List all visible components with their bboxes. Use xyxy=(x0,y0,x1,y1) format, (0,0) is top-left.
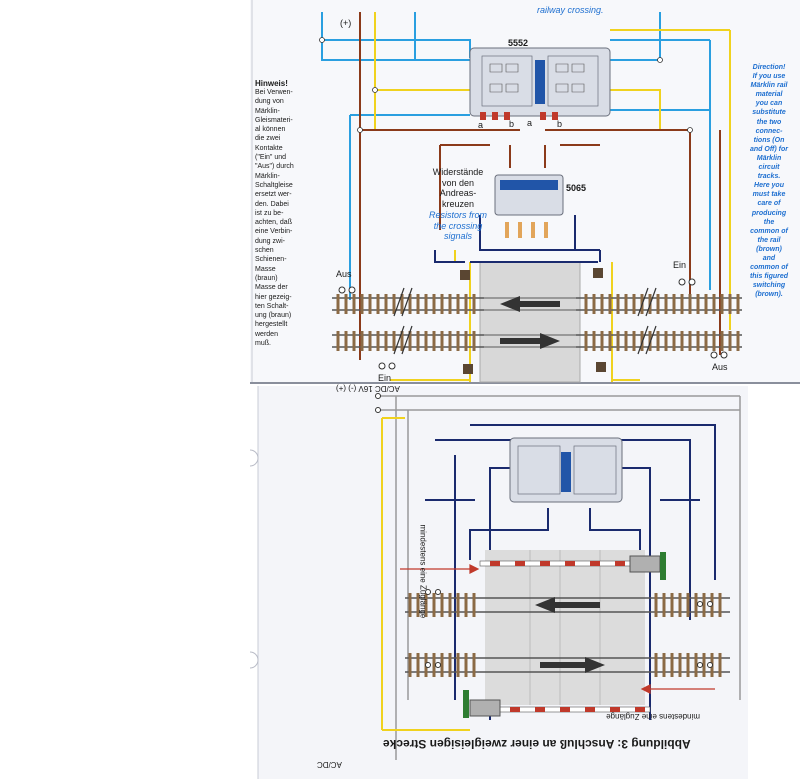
binder-hole-bottom xyxy=(249,651,259,669)
minus-label: (-) xyxy=(348,384,357,393)
module-5552-label: 5552 xyxy=(508,38,529,48)
aus-label-right: Aus xyxy=(712,362,728,372)
barrier-top-bottom-diagram xyxy=(479,552,666,580)
module-5065 xyxy=(494,174,564,238)
min-length-label-left: mindestens eine Zuglänge xyxy=(418,524,428,619)
ein-label-right: Ein xyxy=(673,260,687,270)
contact-b-2: b xyxy=(557,119,563,129)
top-caption: railway crossing. xyxy=(537,5,604,15)
direction-arrow-right-bottom xyxy=(540,657,605,673)
road-crossing-top xyxy=(480,262,580,382)
binder-hole-top xyxy=(249,449,259,467)
contact-a-2: a xyxy=(527,118,533,128)
relay-module-5552-bottom xyxy=(509,437,623,503)
contact-b-1: b xyxy=(509,119,515,129)
resistors-label-de: Widerstände von den Andreas- kreuzen xyxy=(432,167,484,209)
direction-arrow-left-top xyxy=(500,296,560,312)
direction-arrow-right-top xyxy=(500,333,560,349)
voltage-label: 16V xyxy=(358,384,373,393)
tracks-top xyxy=(332,287,742,355)
min-length-label-right: mindestens eine Zuglänge xyxy=(606,712,700,721)
aus-label-left: Aus xyxy=(336,269,352,279)
crossing-signals-top xyxy=(460,268,606,374)
figure-caption: Abbildung 3: Anschluß an einer zweigleis… xyxy=(383,737,691,751)
barrier-bottom-bottom-diagram xyxy=(463,690,651,718)
hint-text: Bei Verwen- dung von Märklin- Gleismater… xyxy=(255,89,294,348)
power-label-bottom: AC/DC xyxy=(317,760,342,769)
top-diagram xyxy=(319,12,742,383)
plus-label: (+) xyxy=(336,384,346,393)
bottom-diagram xyxy=(375,393,741,760)
contacts-top xyxy=(338,278,728,370)
road-crossing-bottom xyxy=(485,550,645,705)
direction-note: Direction! If you use Märklin rail mater… xyxy=(749,64,789,299)
contact-a-1: a xyxy=(478,120,484,130)
direction-arrow-left-bottom xyxy=(535,597,600,613)
ein-label-left: Ein xyxy=(378,373,392,383)
plus-label-top: (+) xyxy=(340,18,352,28)
relay-module-5552 xyxy=(469,47,611,117)
module-5065-label: 5065 xyxy=(566,183,587,193)
resistors-label-en: Resistors from the crossing signals xyxy=(428,210,487,241)
hint-title: Hinweis! xyxy=(255,79,288,88)
power-label-top: AC/DC 16V (-) (+) xyxy=(336,384,400,393)
acdc-label: AC/DC xyxy=(374,384,400,393)
